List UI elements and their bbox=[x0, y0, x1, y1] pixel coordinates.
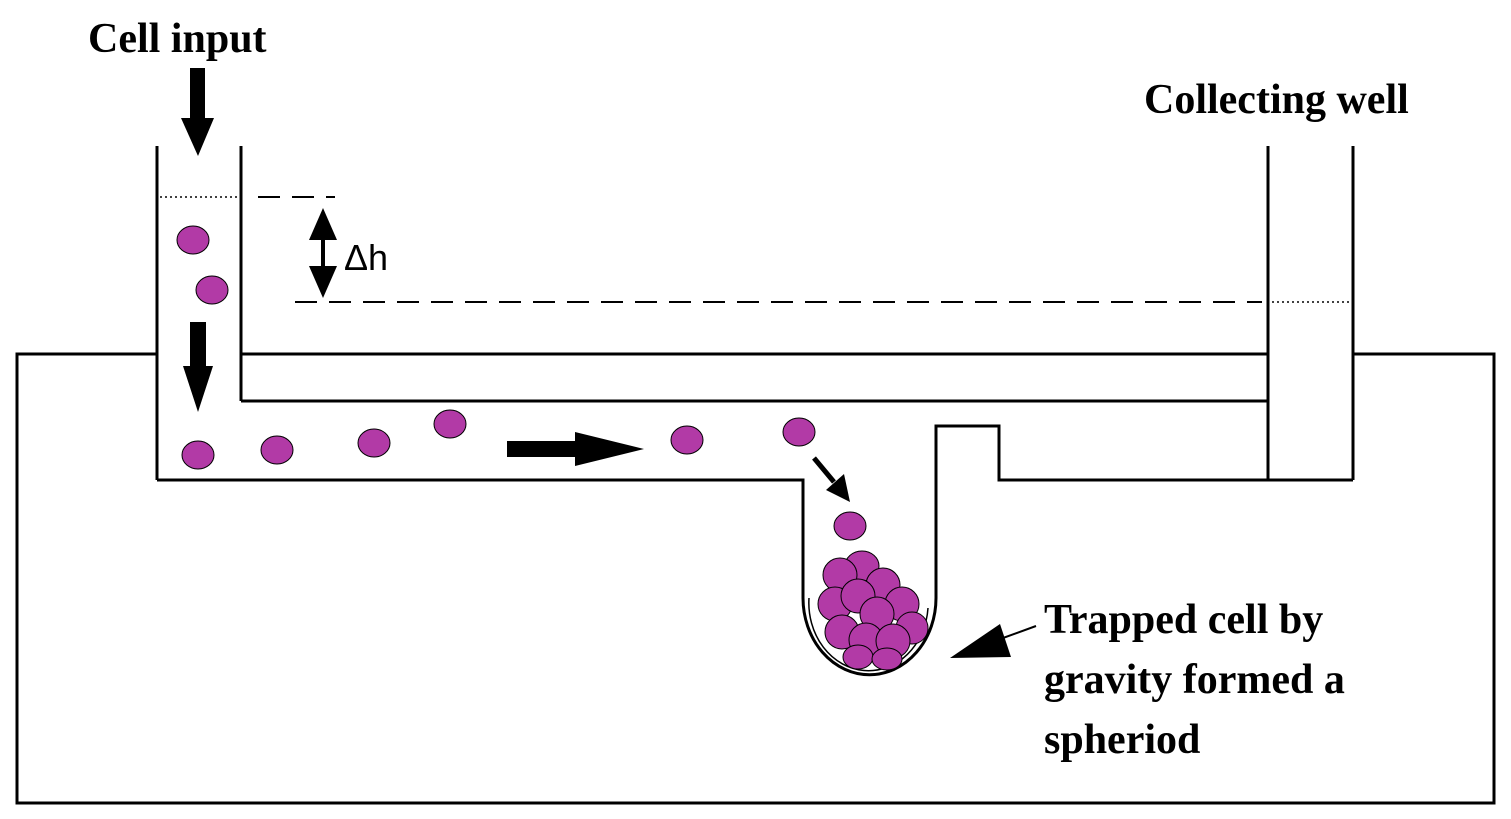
trapped-label-line2: gravity formed a bbox=[1044, 657, 1345, 703]
channel-ceiling bbox=[241, 352, 1268, 403]
cell bbox=[260, 435, 294, 465]
flow-right-arrow bbox=[507, 432, 644, 466]
collecting-well-label: Collecting well bbox=[1144, 77, 1409, 123]
delta-h-arrow bbox=[309, 208, 337, 298]
sinking-cell-arrow bbox=[812, 456, 850, 502]
well-down-arrow bbox=[183, 322, 213, 412]
cell bbox=[782, 417, 816, 447]
delta-h-label: Δh bbox=[344, 237, 388, 278]
spheroid-cluster bbox=[817, 550, 929, 671]
free-cells bbox=[176, 225, 867, 541]
input-down-arrow bbox=[181, 68, 214, 156]
spheroid-cell bbox=[842, 644, 874, 670]
cell bbox=[433, 409, 467, 439]
cell bbox=[195, 275, 229, 305]
trapped-label-line1: Trapped cell by bbox=[1044, 597, 1323, 643]
trapped-label-line3: spheriod bbox=[1044, 717, 1200, 763]
spheroid-cell bbox=[871, 647, 903, 671]
cell-input-label: Cell input bbox=[88, 16, 267, 62]
cell bbox=[181, 440, 215, 470]
cell bbox=[357, 428, 391, 458]
cell bbox=[176, 225, 210, 255]
chip-body-outline bbox=[15, 352, 1496, 805]
cell bbox=[670, 425, 704, 455]
channel-floor-with-microwell bbox=[157, 424, 1268, 677]
cell bbox=[833, 511, 867, 541]
trapped-pointer-arrow bbox=[950, 624, 1037, 658]
